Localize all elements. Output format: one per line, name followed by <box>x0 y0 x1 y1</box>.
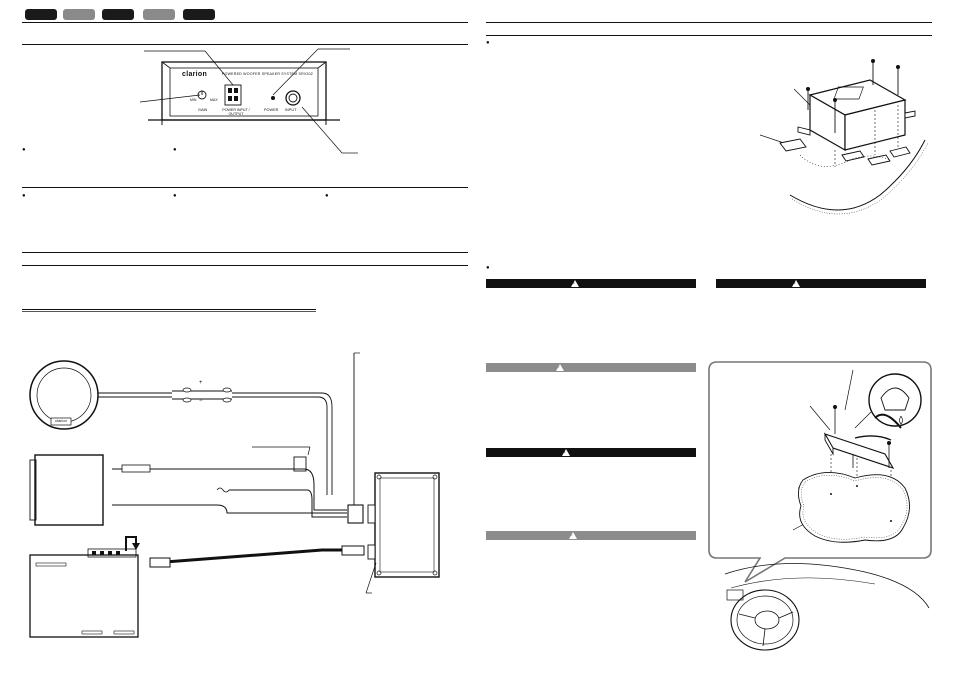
bullet-mark: ● <box>486 265 490 271</box>
caution-bar: ! <box>486 363 696 372</box>
bullet-mark: ● <box>173 193 177 199</box>
bullet-mark: ● <box>173 147 177 153</box>
caution-bar: ! <box>486 531 696 540</box>
warning-symbol: ! <box>573 280 575 286</box>
warning-triangle-icon <box>792 280 800 287</box>
section-rule <box>22 311 316 312</box>
header-tab-4 <box>143 9 175 20</box>
bullet-mark: ● <box>22 193 26 199</box>
warning-triangle-icon <box>562 449 570 456</box>
mounting-box-diagram <box>759 59 929 215</box>
section-rule <box>22 44 468 45</box>
warning-bar: ! <box>486 279 696 288</box>
section-rule <box>22 22 468 23</box>
section-rule <box>22 252 468 253</box>
warning-triangle-icon <box>571 280 579 287</box>
bullet-mark: ● <box>325 193 329 199</box>
warning-bar: ! <box>486 448 696 457</box>
power-led-label: POWER <box>264 108 279 112</box>
header-tab-5 <box>183 9 215 20</box>
warning-symbol: ! <box>564 449 566 455</box>
polarity-minus: − <box>199 398 203 404</box>
gain-max-label: MAX <box>210 98 218 102</box>
warning-symbol: ! <box>558 364 560 370</box>
speaker-logo: clarion <box>55 418 67 423</box>
section-rule <box>486 22 932 23</box>
bullet-mark: ● <box>22 147 26 153</box>
header-tab-3 <box>102 9 134 20</box>
caution-triangle-icon <box>569 532 577 539</box>
under-dash-mounting-diagram <box>708 361 932 651</box>
section-rule <box>486 35 932 36</box>
caution-triangle-icon <box>556 364 564 371</box>
warning-symbol: ! <box>571 532 573 538</box>
section-rule <box>22 309 316 310</box>
device-model-label: POWERED WOOFER SPEAKER SYSTEM SRV302 <box>222 72 314 76</box>
device-front-panel <box>139 48 358 154</box>
device-brand-label: clarion <box>182 71 208 78</box>
header-tab-2 <box>63 9 95 20</box>
warning-symbol: ! <box>794 280 796 286</box>
input-label: INPUT <box>285 108 297 112</box>
wiring-diagram <box>29 352 440 638</box>
section-rule <box>22 265 468 266</box>
header-tab-1 <box>25 9 57 20</box>
polarity-plus: + <box>199 380 203 386</box>
power-input-output-label: POWER INPUT / OUTPUT <box>222 108 250 116</box>
bullet-mark: ● <box>486 40 490 46</box>
section-rule <box>22 187 468 188</box>
gain-min-label: MIN <box>190 98 197 102</box>
gain-label: GAIN <box>198 108 208 112</box>
warning-bar: ! <box>716 279 926 288</box>
